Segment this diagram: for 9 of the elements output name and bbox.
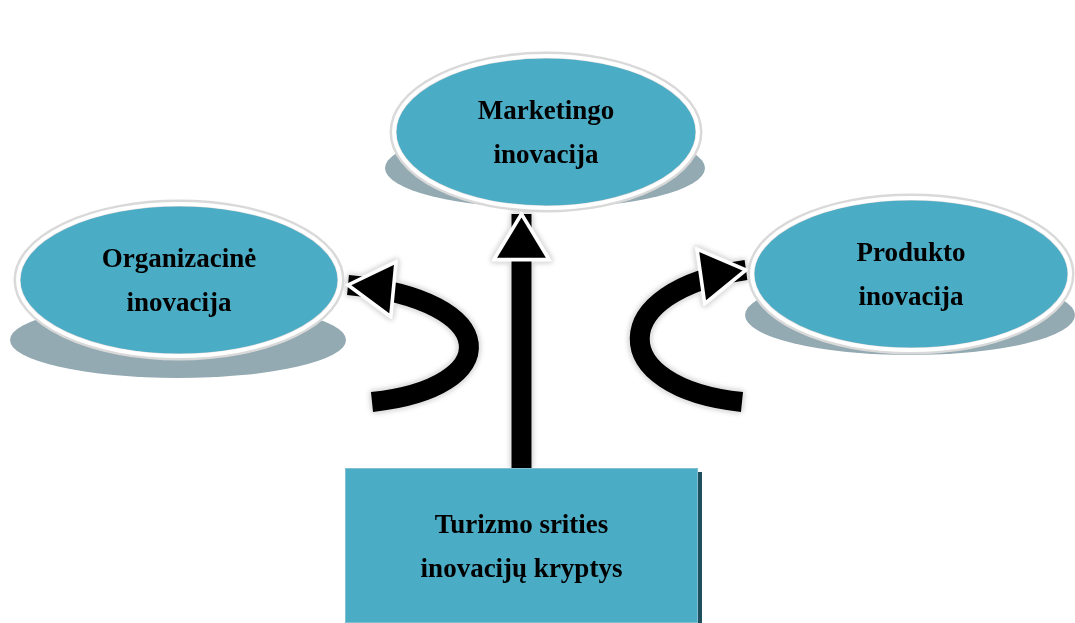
ellipse-node [14,200,344,360]
node-label: Turizmo srities inovacijų kryptys [419,507,624,585]
node-label: Organizacinė inovacija [100,242,258,319]
node-label: Produkto inovacija [855,236,967,313]
node-label: Marketingo inovacija [476,94,616,171]
ellipse-node [390,52,702,212]
arrow [629,250,748,412]
ellipse-node [748,194,1074,354]
arrow [346,262,479,412]
